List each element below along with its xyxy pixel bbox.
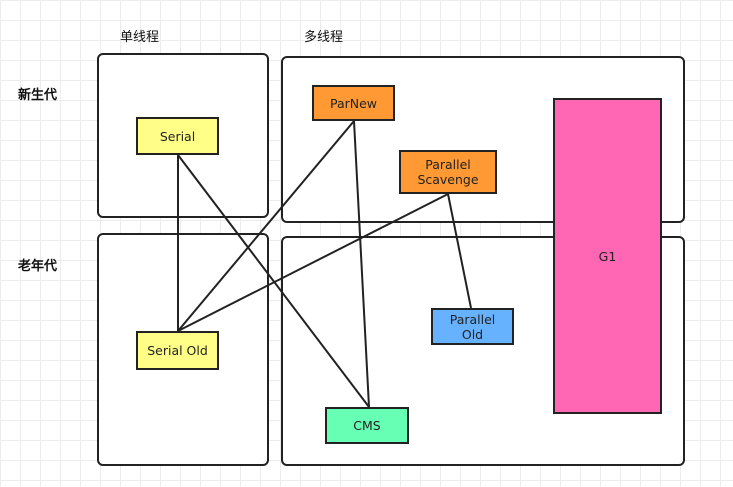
multi-thread-header: 多线程 xyxy=(304,30,344,45)
old-generation-label: 老年代 xyxy=(18,259,58,274)
parallel-old-node[interactable]: Parallel Old xyxy=(431,308,514,345)
single-thread-header: 单线程 xyxy=(120,30,160,45)
young-generation-label: 新生代 xyxy=(18,88,58,103)
g1-node[interactable]: G1 xyxy=(553,98,662,414)
serial-old-node[interactable]: Serial Old xyxy=(136,331,219,370)
serial-node[interactable]: Serial xyxy=(136,117,219,155)
parnew-node[interactable]: ParNew xyxy=(312,85,395,121)
parallel-scavenge-node[interactable]: Parallel Scavenge xyxy=(399,150,497,194)
cms-node[interactable]: CMS xyxy=(325,407,409,444)
